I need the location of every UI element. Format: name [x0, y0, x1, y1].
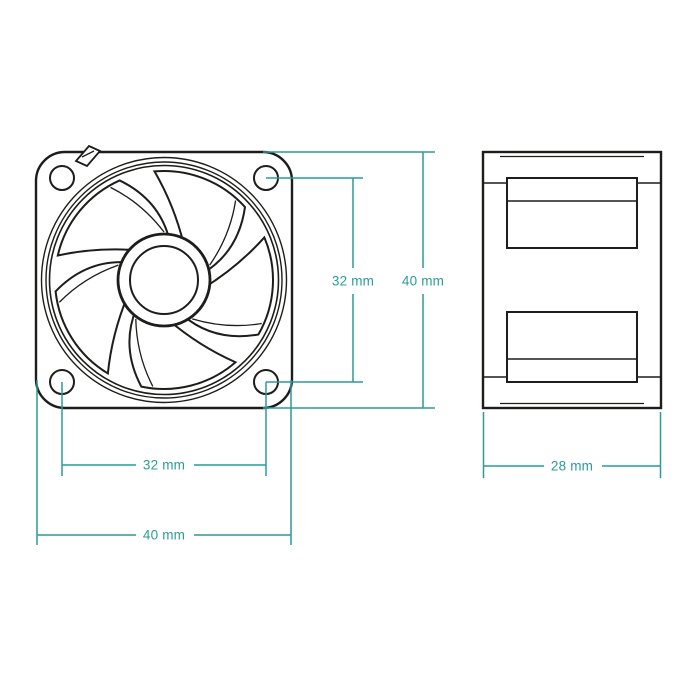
- dimension-front-height: 40 mm: [263, 151, 444, 409]
- dimension-label: 28 mm: [551, 459, 593, 474]
- dimension-side-depth: 28 mm: [482, 412, 662, 478]
- fan-hub-inner: [129, 245, 199, 315]
- side-pad-top: [506, 177, 638, 249]
- side-pad-bottom: [506, 311, 638, 383]
- dimension-label: 32 mm: [332, 274, 374, 289]
- dimension-label: 32 mm: [143, 458, 185, 473]
- fan-hub: [116, 232, 212, 328]
- cable-clip: [74, 144, 102, 168]
- side-view: [481, 150, 663, 410]
- dimension-label: 40 mm: [143, 528, 185, 543]
- mounting-hole: [49, 165, 75, 191]
- venturi-rings: [40, 156, 288, 404]
- front-view: [33, 144, 294, 417]
- dimension-label: 40 mm: [402, 274, 444, 289]
- dimension-front-hole-pitch-horizontal: 32 mm: [61, 382, 267, 476]
- dimension-front-hole-pitch-vertical: 32 mm: [266, 177, 374, 383]
- dimension-front-width: 40 mm: [36, 380, 292, 545]
